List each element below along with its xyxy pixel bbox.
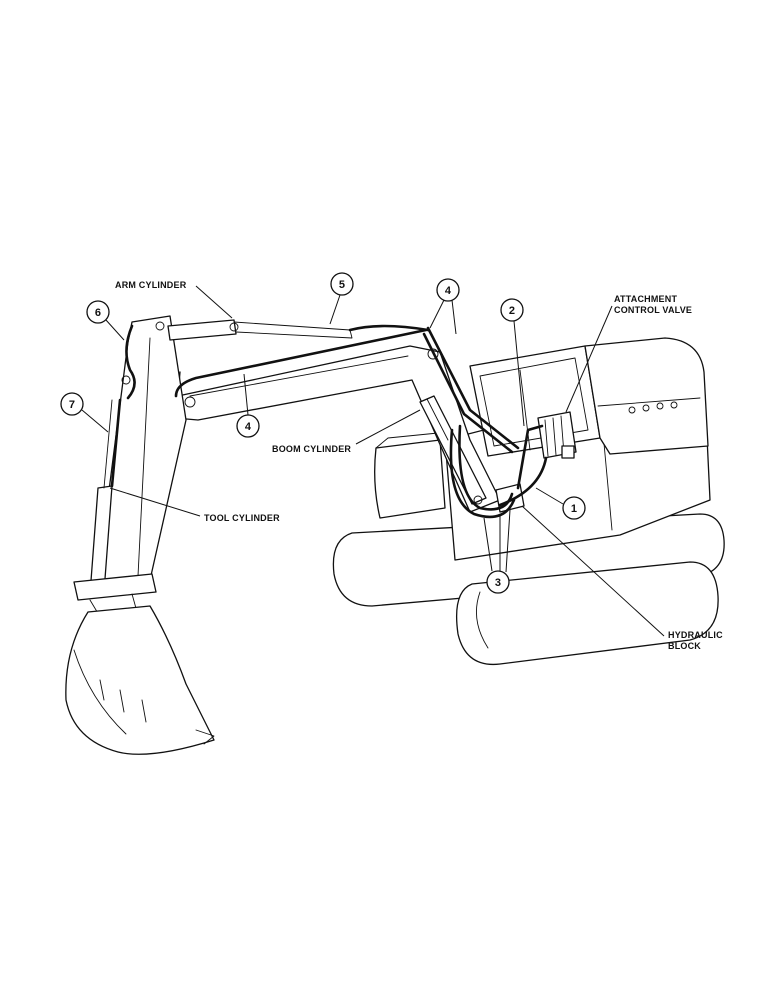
callout-1-number: 1 [571,503,577,515]
attachment-control-valve [537,411,577,459]
hose-6 [125,324,136,400]
boom-cylinder-label: BOOM CYLINDER [272,444,351,454]
label-tool-cylinder: TOOL CYLINDER [109,487,280,523]
callout-2-number: 2 [509,305,515,317]
block-label: BLOCK [668,641,701,651]
hose-3 [449,424,516,519]
hose-5-arm [348,324,430,332]
callout-7: 7 [60,392,109,433]
callout-5-number: 5 [339,279,345,291]
boom [174,345,501,513]
boom-cylinder [419,395,487,505]
hose-2 [516,424,544,490]
control-valve-label: CONTROL VALVE [614,305,692,315]
label-arm-cylinder: ARM CYLINDER [115,280,233,319]
arm-cylinder-label: ARM CYLINDER [115,280,187,290]
counterweight [374,431,449,519]
callout-1: 1 [535,487,586,520]
callout-6: 6 [86,300,125,341]
attachment-label: ATTACHMENT [614,294,677,304]
label-attachment-control-valve: ATTACHMENT CONTROL VALVE [565,294,692,413]
tool-cylinder-label: TOOL CYLINDER [204,513,280,523]
callout-4-arm-number: 4 [245,421,252,433]
callout-3: 3 [483,509,511,594]
arm [95,315,187,593]
hose-7 [110,398,122,488]
label-hydraulic-block: HYDRAULIC BLOCK [521,505,723,651]
callout-7-number: 7 [69,399,75,411]
operator-cab [469,345,601,457]
callout-4-top-number: 4 [445,285,452,297]
callout-5: 5 [329,272,354,325]
callout-3-number: 3 [495,577,501,589]
bucket [65,605,215,755]
callout-2: 2 [500,298,525,427]
hydraulic-label: HYDRAULIC [668,630,723,640]
label-boom-cylinder: BOOM CYLINDER [272,409,421,454]
engine-housing [584,337,709,455]
arm-cylinder [167,319,353,341]
callout-6-number: 6 [95,307,101,319]
callout-4-arm: 4 [236,373,260,438]
callout-4-top: 4 [429,278,460,335]
hose-4-boom [174,326,520,454]
front-track [455,561,719,666]
